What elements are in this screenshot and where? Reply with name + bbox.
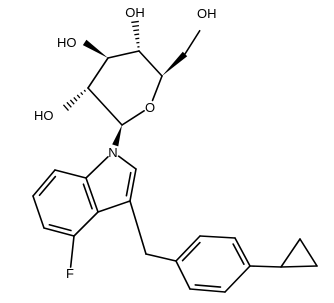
bond-c2-o2-hash-stroke xyxy=(76,94,81,99)
bond-n1-ic2 xyxy=(117,155,137,170)
bond-c2-o2-hash-stroke xyxy=(83,89,87,93)
bond-c4-o4-hash-stroke xyxy=(135,37,140,40)
bond-p3-p4 xyxy=(234,237,251,267)
bond-cp3-cp1 xyxy=(280,265,318,268)
bond-ch2-p1 xyxy=(145,253,177,262)
bond-c4-o4-hash xyxy=(131,20,140,52)
bond-p1-p2-double xyxy=(181,241,201,262)
bond-c1-n1-wedge xyxy=(112,125,122,147)
atom-label-n1: N xyxy=(108,145,117,160)
atom-label-o4: OH xyxy=(125,5,145,20)
bond-c4-c3 xyxy=(107,50,140,59)
bond-ic7-ic6 xyxy=(32,169,56,197)
bond-ic5-ic4 xyxy=(43,227,75,237)
bond-ic6-ic5 xyxy=(32,195,45,229)
bond-layer xyxy=(32,20,318,293)
bond-c4-o4-hash-stroke xyxy=(134,33,140,36)
bond-c2-o2-hash-stroke xyxy=(69,99,75,105)
bond-ic3a-ic7a-double xyxy=(82,183,93,210)
bond-c5-c6-wedge xyxy=(162,51,188,76)
atom-label-o2: HO xyxy=(34,108,54,123)
bond-c3-c2 xyxy=(87,57,109,89)
atom-label-o3: HO xyxy=(57,35,77,50)
bond-ic2-ic3-double xyxy=(125,171,132,197)
bond-c4-o4-hash-stroke xyxy=(132,24,140,28)
bond-p4-cp1 xyxy=(249,265,282,268)
atom-label-o6: OH xyxy=(197,6,217,21)
bond-ic7a-n1 xyxy=(85,156,109,179)
bond-ic3-ic3a xyxy=(97,200,131,213)
bond-c5-c4 xyxy=(138,50,163,77)
bond-cp2-cp3 xyxy=(299,238,318,267)
bond-ic2-ic3 xyxy=(129,168,137,202)
bond-c2-o2-hash xyxy=(62,87,89,111)
bond-c4-o4-hash-stroke xyxy=(133,29,140,32)
bond-c6-o6 xyxy=(184,29,201,55)
bond-c2-o2-hash-stroke xyxy=(66,101,72,108)
bond-c2-o2-hash-stroke xyxy=(87,87,89,89)
bond-ic3a-ic7a xyxy=(85,177,99,213)
bond-c2-o2-hash-stroke xyxy=(73,96,78,102)
bond-c3-o3-wedge xyxy=(82,39,108,58)
bond-o5-c5 xyxy=(151,75,163,102)
bond-ic7a-ic7 xyxy=(54,169,87,179)
bond-cp1-cp2 xyxy=(280,238,301,268)
bond-c2-c1 xyxy=(87,87,123,126)
bond-p1-p2 xyxy=(175,235,201,262)
bond-c2-o2-hash-stroke xyxy=(62,104,69,111)
atom-label-o5: O xyxy=(145,100,155,115)
bond-p2-p3 xyxy=(199,235,236,239)
bond-p6-p1 xyxy=(175,260,191,290)
bond-p5-p6-double xyxy=(194,284,222,288)
bond-c1-o5 xyxy=(121,109,145,126)
bond-c4-o4-hash-stroke xyxy=(131,20,139,24)
atom-label-f: F xyxy=(66,266,74,281)
bond-ic7-ic6-double xyxy=(38,175,57,197)
bond-ic4-f xyxy=(69,235,75,268)
bond-p3-p4-double xyxy=(232,243,245,266)
bond-p4-p5 xyxy=(224,265,251,293)
bond-c2-o2-hash-stroke xyxy=(80,92,84,96)
atom-label-layer: O OH OH HO HO N F xyxy=(34,5,217,281)
bond-ic4-ic3a xyxy=(73,211,99,237)
bond-p5-p6 xyxy=(189,288,226,293)
bond-ic5-ic4-double xyxy=(48,223,72,232)
bond-ic3-ch2 xyxy=(129,200,147,255)
